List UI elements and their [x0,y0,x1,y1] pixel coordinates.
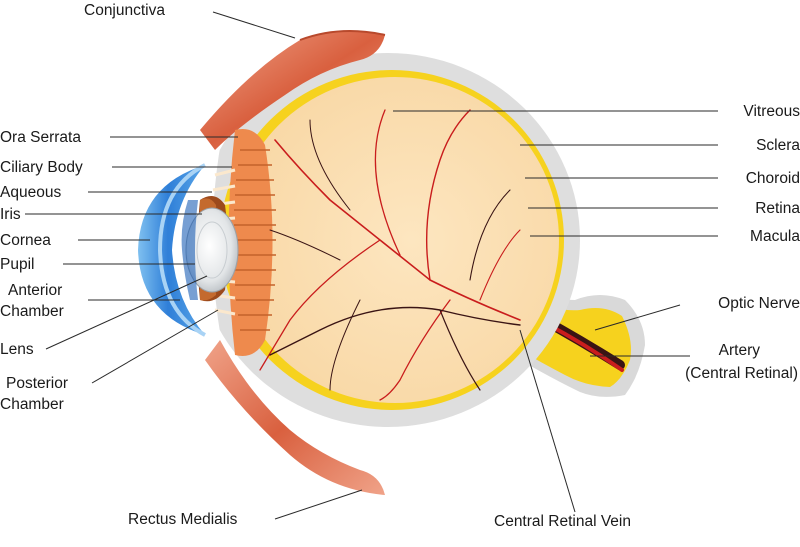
label-artery-line1: Artery [719,342,761,359]
label-macula: Macula [750,228,800,245]
label-artery-line2: (Central Retinal) [685,365,798,382]
label-aqueous: Aqueous [0,184,61,201]
ciliary-body [228,129,276,356]
label-conjunctiva: Conjunctiva [84,2,165,19]
label-retina: Retina [755,200,800,217]
label-anterior-chamber-line2: Chamber [0,303,64,320]
vitreous-body [231,77,559,403]
upper-muscle [200,30,386,150]
label-iris: Iris [0,206,21,223]
label-lens: Lens [0,341,34,358]
label-vitreous: Vitreous [743,103,800,120]
lens [185,207,239,293]
label-sclera: Sclera [756,137,800,154]
label-posterior-chamber-line2: Chamber [0,396,64,413]
label-posterior-chamber-line1: Posterior [6,375,68,392]
label-optic-nerve: Optic Nerve [718,295,800,312]
label-anterior-chamber-line1: Anterior [8,282,62,299]
label-pupil: Pupil [0,256,34,273]
lower-muscle [205,340,385,495]
label-cornea: Cornea [0,232,51,249]
labels: Conjunctiva Ora Serrata Ciliary Body Aqu… [0,2,800,530]
label-choroid: Choroid [746,170,800,187]
retinal-vessels [259,109,521,401]
label-central-retinal-vein: Central Retinal Vein [494,513,631,530]
label-rectus-medialis: Rectus Medialis [128,511,238,528]
leader-lines [25,11,718,520]
label-ora-serrata: Ora Serrata [0,129,81,146]
cornea [138,163,206,337]
label-ciliary-body: Ciliary Body [0,159,83,176]
